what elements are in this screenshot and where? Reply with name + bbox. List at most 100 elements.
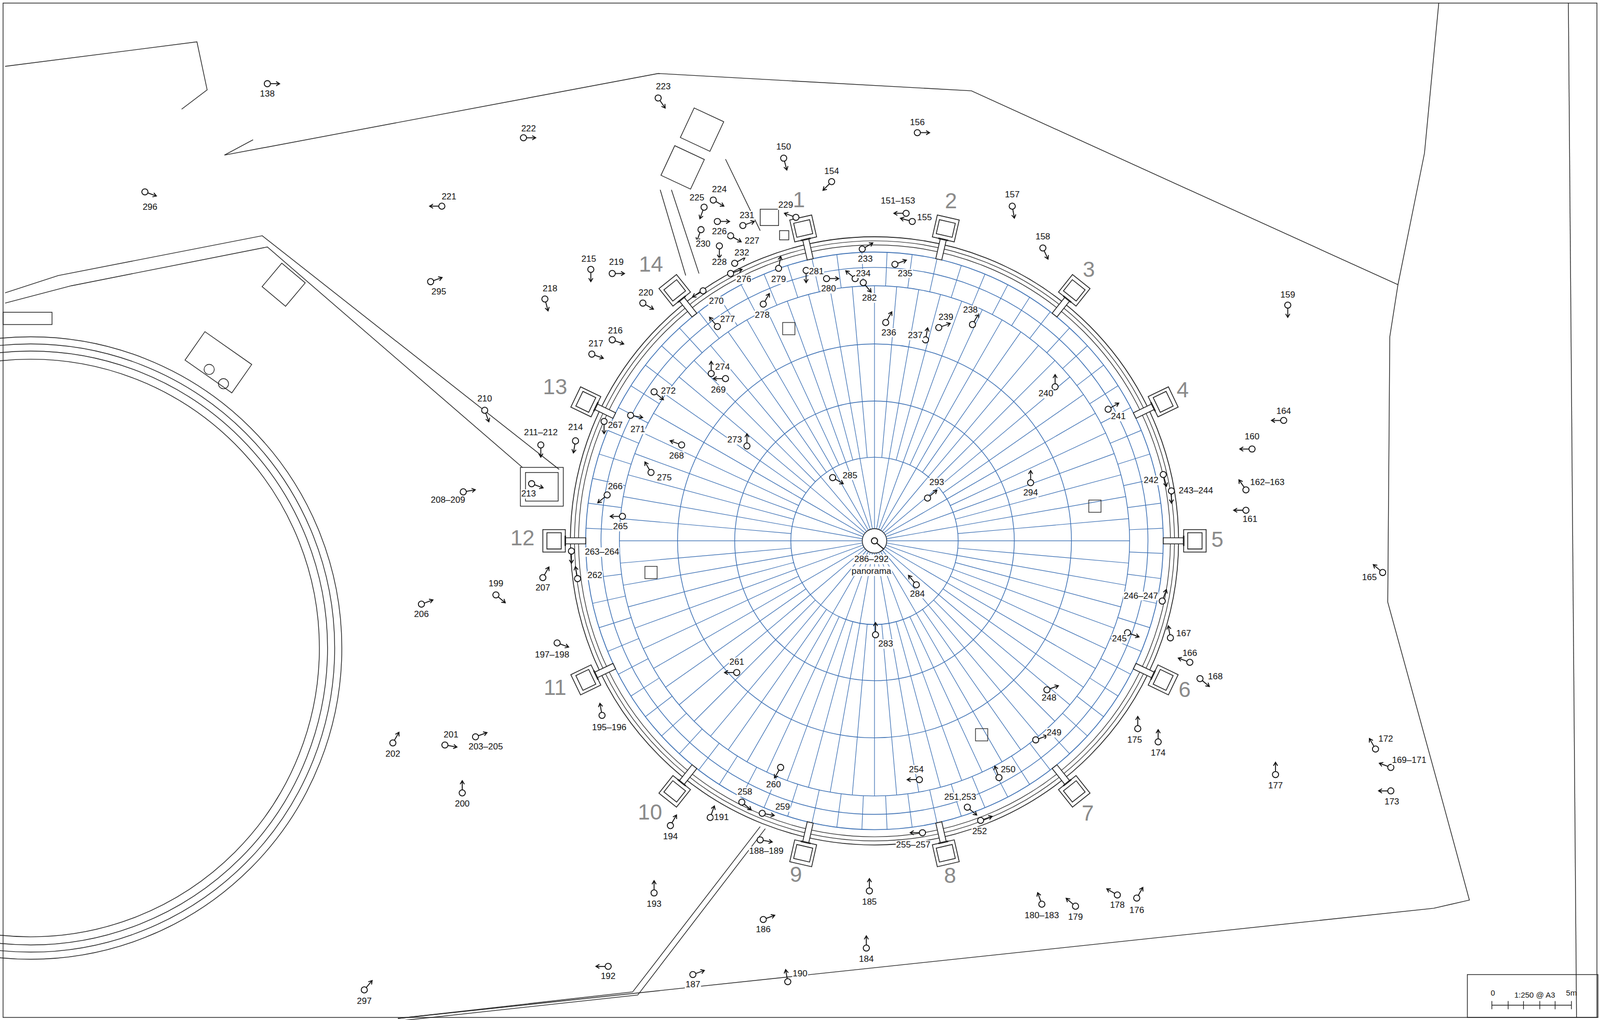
radial-line bbox=[815, 616, 840, 668]
camera-marker bbox=[1106, 888, 1121, 898]
radial-line bbox=[630, 385, 660, 405]
radial-line bbox=[1046, 327, 1070, 353]
camera-marker bbox=[568, 547, 575, 563]
radial-line bbox=[885, 252, 887, 287]
pillar bbox=[928, 819, 960, 867]
camera-marker bbox=[1039, 245, 1049, 260]
camera-marker bbox=[541, 296, 549, 312]
camera-marker bbox=[1378, 787, 1394, 795]
callout-number: 220 bbox=[638, 288, 654, 298]
stair bbox=[725, 159, 761, 232]
camera-marker bbox=[609, 270, 625, 277]
radial-line bbox=[1089, 385, 1119, 405]
radial-line bbox=[838, 405, 853, 460]
camera-marker bbox=[859, 279, 871, 292]
radial-line bbox=[852, 286, 863, 402]
camera-marker bbox=[760, 914, 775, 923]
callout-number: 249 bbox=[1046, 728, 1062, 738]
radial-line bbox=[957, 496, 1126, 527]
callout-number: 191 bbox=[713, 812, 730, 823]
radial-line bbox=[815, 413, 840, 465]
radial-line bbox=[950, 576, 1002, 601]
callout-number: 160 bbox=[1244, 432, 1260, 442]
radial-line bbox=[916, 613, 1003, 762]
radial-line bbox=[599, 453, 632, 464]
camera-marker bbox=[935, 322, 951, 331]
radial-line bbox=[592, 596, 626, 604]
camera-marker bbox=[1271, 417, 1287, 424]
callout-number: 269 bbox=[710, 385, 726, 395]
radial-line bbox=[946, 413, 1096, 500]
camera-marker bbox=[361, 980, 373, 993]
camera-marker bbox=[784, 212, 799, 221]
pillar bbox=[789, 819, 822, 867]
callout-number: 216 bbox=[607, 326, 624, 336]
callout-number: 178 bbox=[1109, 900, 1125, 910]
post bbox=[779, 230, 789, 240]
stair bbox=[760, 209, 779, 226]
radial-line bbox=[787, 619, 846, 781]
callout-number: 275 bbox=[656, 473, 672, 483]
radial-line bbox=[619, 540, 791, 542]
radial-line bbox=[878, 462, 904, 530]
callout-number: 245 bbox=[1111, 634, 1127, 644]
callout-number: 281 bbox=[808, 266, 825, 277]
camera-marker bbox=[554, 639, 569, 648]
callout-number: 224 bbox=[711, 185, 728, 195]
camera-marker bbox=[1009, 203, 1016, 219]
callout-number: 210 bbox=[476, 394, 493, 404]
scale-tick bbox=[1491, 1001, 1492, 1010]
camera-marker bbox=[1066, 898, 1079, 910]
radial-line bbox=[679, 594, 811, 705]
callout-number: 259 bbox=[774, 802, 791, 812]
camera-marker bbox=[1043, 684, 1059, 693]
camera-marker bbox=[757, 836, 773, 844]
radial-line bbox=[679, 377, 811, 488]
camera-marker bbox=[829, 474, 843, 484]
radial-line bbox=[665, 621, 761, 688]
radial-line bbox=[885, 795, 887, 830]
pillar-number: 12 bbox=[509, 526, 536, 549]
callout-number: 188–189 bbox=[748, 846, 785, 856]
radial-line bbox=[836, 254, 841, 288]
radial-line bbox=[1077, 695, 1104, 717]
radial-line bbox=[952, 569, 1114, 629]
camera-marker bbox=[587, 266, 595, 282]
callout-number: 226 bbox=[711, 226, 728, 237]
callout-number: 151–153 bbox=[880, 196, 916, 206]
callout-number: 162–163 bbox=[1249, 477, 1285, 488]
radial-line bbox=[838, 621, 853, 676]
callout-number: 285 bbox=[842, 471, 858, 481]
scale-box bbox=[1467, 974, 1599, 1018]
callout-number: 157 bbox=[1004, 190, 1020, 200]
radial-line bbox=[916, 319, 1003, 469]
camera-marker bbox=[520, 134, 536, 141]
radial-line bbox=[881, 401, 887, 458]
radial-line bbox=[903, 301, 962, 463]
camera-marker bbox=[639, 300, 654, 310]
callout-number: 240 bbox=[1038, 389, 1054, 399]
radial-line bbox=[741, 284, 757, 315]
camera-marker bbox=[891, 259, 907, 267]
camera-marker bbox=[724, 669, 740, 676]
radial-line bbox=[1117, 617, 1150, 628]
callout-number: 262 bbox=[586, 570, 603, 581]
pillar-number: 13 bbox=[542, 375, 569, 399]
ring bbox=[574, 240, 1175, 841]
callout-number: panorama bbox=[851, 566, 893, 576]
callout-number: 228 bbox=[711, 257, 728, 267]
pillar-number: 9 bbox=[789, 863, 803, 886]
radial-line bbox=[950, 481, 1002, 506]
radial-line bbox=[790, 540, 863, 542]
radial-line bbox=[679, 327, 703, 353]
callout-number: 242 bbox=[1143, 476, 1159, 486]
radial-line bbox=[710, 604, 821, 737]
radial-line bbox=[955, 504, 1010, 520]
callout-number: 261 bbox=[728, 657, 745, 667]
radial-line bbox=[830, 623, 860, 792]
radial-line bbox=[830, 289, 860, 459]
callout-number: 284 bbox=[909, 589, 925, 599]
radial-line bbox=[957, 528, 1014, 534]
callout-number: 241 bbox=[1110, 411, 1126, 422]
frame bbox=[3, 3, 1597, 1018]
